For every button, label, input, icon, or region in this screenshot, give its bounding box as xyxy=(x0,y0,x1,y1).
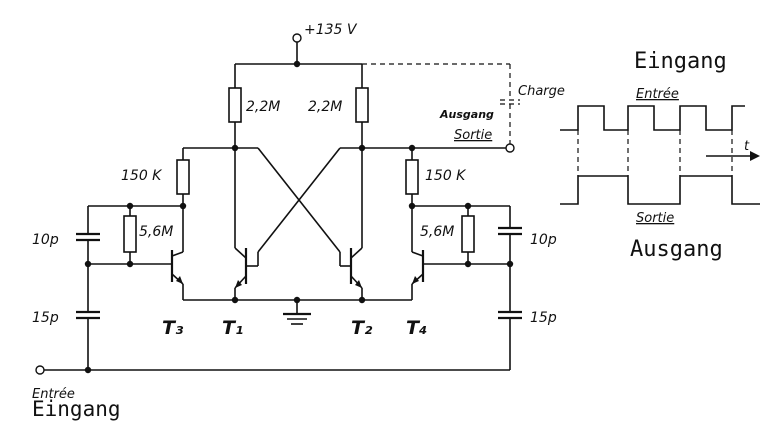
t4-label: T₄ xyxy=(406,317,427,339)
capacitor-right-bottom xyxy=(498,310,522,320)
resistor-t2-collector xyxy=(355,87,369,123)
t2-label: T₂ xyxy=(351,317,373,339)
resistor-t4-bias xyxy=(461,206,475,264)
t1-label: T₁ xyxy=(222,317,243,339)
sortie-output-label: Sortie xyxy=(454,128,492,143)
capacitor-left-top-value: 10p xyxy=(32,232,59,248)
resistor-t3 xyxy=(176,159,190,195)
input-terminal xyxy=(35,365,45,375)
resistor-t4 xyxy=(405,159,419,195)
resistor-t1-collector-value: 2,2M xyxy=(246,99,280,115)
ausgang-handwritten-label: Ausgang xyxy=(439,108,494,121)
waveform-ausgang-title: Ausgang xyxy=(630,237,723,262)
transistor-t1 xyxy=(234,247,259,289)
waveform-sortie-label: Sortie xyxy=(636,211,674,226)
supply-rail xyxy=(234,33,363,88)
eingang-bottom-label: Eingang xyxy=(32,397,121,421)
supply-voltage-label: +135 V xyxy=(304,22,358,38)
output-waveform xyxy=(560,175,760,205)
resistor-t4-value: 150 K xyxy=(425,168,467,184)
resistor-t3-value: 150 K xyxy=(121,168,163,184)
transistor-t2 xyxy=(339,247,363,289)
capacitor-right-top-value: 10p xyxy=(530,232,557,248)
time-arrow-icon xyxy=(706,151,760,161)
waveform-entree-label: Entrée xyxy=(636,87,679,102)
ground-icon xyxy=(283,300,311,325)
waveform-eingang-title: Eingang xyxy=(634,49,727,74)
capacitor-left-top xyxy=(76,232,100,242)
transistor-t3 xyxy=(130,250,184,285)
transistor-t4 xyxy=(411,250,468,285)
charge-label: Charge xyxy=(518,84,565,99)
resistor-t3-bias xyxy=(123,206,137,264)
entree-input-label: Entrée xyxy=(32,387,75,402)
resistor-t3-bias-value: 5,6M xyxy=(139,224,173,240)
output-terminal xyxy=(505,143,515,153)
capacitor-left-bottom-value: 15p xyxy=(32,310,59,326)
capacitor-right-top xyxy=(498,226,522,236)
t3-label: T₃ xyxy=(162,317,184,339)
resistor-t1-collector xyxy=(228,87,242,123)
waveform-panel: Eingang Entrée t Sortie Ausgang xyxy=(560,49,760,262)
supply-terminal xyxy=(292,33,302,43)
cross-coupling xyxy=(235,147,362,253)
capacitor-right-bottom-value: 15p xyxy=(530,310,557,326)
resistor-t4-bias-value: 5,6M xyxy=(420,224,454,240)
resistor-t2-collector-value: 2,2M xyxy=(308,99,342,115)
input-waveform xyxy=(560,105,745,131)
charge-load xyxy=(362,63,520,144)
time-axis-label: t xyxy=(744,139,750,154)
capacitor-left-bottom xyxy=(76,310,100,320)
